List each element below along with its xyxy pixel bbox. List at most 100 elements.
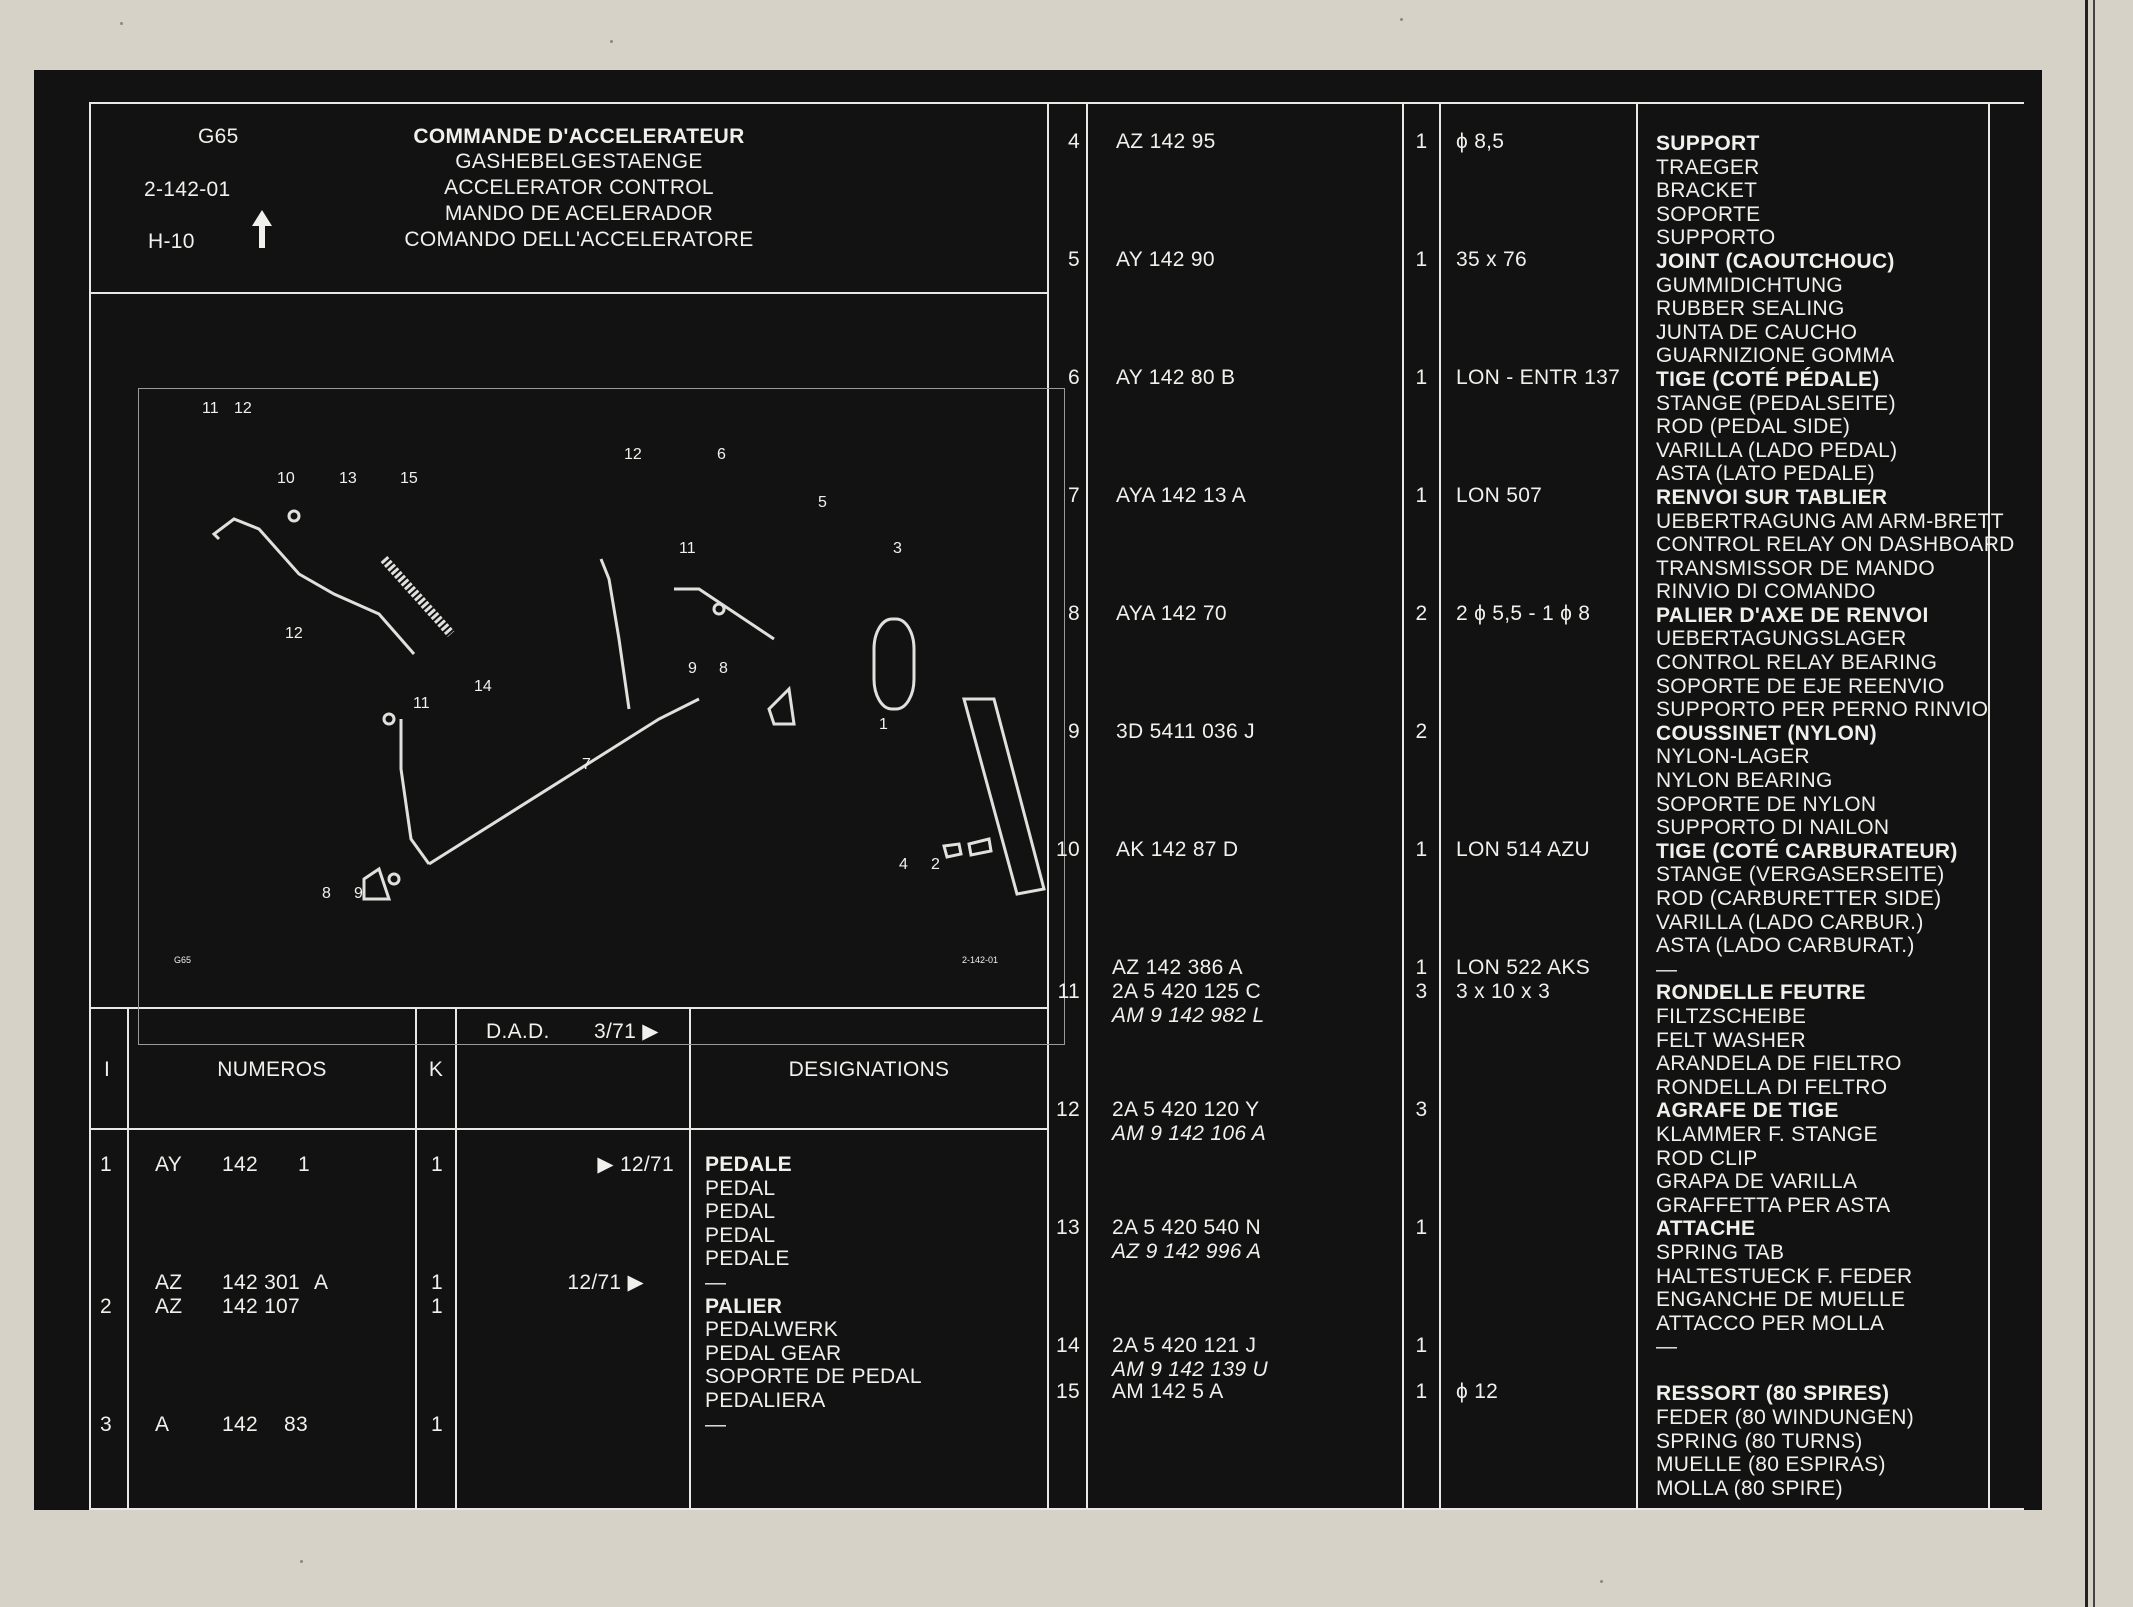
row-dad: 12/71 ▶ <box>567 1271 644 1294</box>
callout: 11 <box>413 695 430 712</box>
row-spec: LON - ENTR 137 <box>1456 366 1621 389</box>
desc-line: SUPPORTO PER PERNO RINVIO <box>1656 698 1989 722</box>
desc-line: SOPORTE DE EJE REENVIO <box>1656 674 1945 698</box>
row-reference: AZ 142 95 <box>1116 130 1216 153</box>
desc-line: — <box>1656 1335 1678 1359</box>
row-reference: AK 142 87 D <box>1116 838 1239 861</box>
clip <box>387 872 401 886</box>
col-head-dad-date: 3/71 ▶ <box>594 1020 659 1043</box>
desc-line: ARANDELA DE FIELTRO <box>1656 1052 1902 1076</box>
desc-line: STANGE (VERGASERSEITE) <box>1656 863 1945 887</box>
row-index: 6 <box>1068 366 1080 389</box>
desc-line: — <box>705 1270 727 1294</box>
row-index: 5 <box>1068 248 1080 271</box>
desc-line: COUSSINET (NYLON) <box>1656 721 1877 745</box>
table-head-bottom <box>89 1128 1047 1130</box>
desc-line: KLAMMER F. STANGE <box>1656 1122 1878 1146</box>
desc-line: TRAEGER <box>1656 155 1760 179</box>
desc-line: ATTACHE <box>1656 1217 1756 1241</box>
paper-speck <box>1600 1580 1603 1583</box>
desc-line: CONTROL RELAY BEARING <box>1656 651 1938 675</box>
row-reference: AM 142 5 A <box>1112 1380 1224 1403</box>
row-k: 1 <box>431 1153 443 1176</box>
desc-line: FEDER (80 WINDUNGEN) <box>1656 1406 1915 1430</box>
desc-line: JOINT (CAOUTCHOUC) <box>1656 249 1895 273</box>
callout: 9 <box>354 885 363 902</box>
bracket <box>362 866 392 901</box>
row-spec: LON 514 AZU <box>1456 838 1591 861</box>
desc-line: ASTA (LADO CARBURAT.) <box>1656 934 1915 958</box>
callout: 15 <box>400 470 418 487</box>
callout: 7 <box>582 756 591 773</box>
desc-line: SPRING (80 TURNS) <box>1656 1429 1863 1453</box>
row-prefix: AZ <box>155 1295 183 1318</box>
parts-catalog-sheet: G65 2-142-01 H-10 COMMANDE D'ACCELERATEU… <box>34 70 2042 1510</box>
row-index: 3 <box>100 1413 112 1436</box>
row-reference: AY 142 90 <box>1116 248 1215 271</box>
callout: 1 <box>879 716 888 733</box>
exploded-diagram <box>138 388 1065 1045</box>
right-col-divider <box>1636 102 1638 1510</box>
right-edge-rule <box>2085 0 2088 1607</box>
row-reference: 2A 5 420 121 J <box>1112 1334 1257 1357</box>
desc-line: GRAFFETTA PER ASTA <box>1656 1193 1891 1217</box>
callout: 8 <box>719 660 728 677</box>
callout: 6 <box>717 446 726 463</box>
row-prefix: AY <box>155 1153 183 1176</box>
callout: 9 <box>688 660 697 677</box>
desc-line: PALIER D'AXE DE RENVOI <box>1656 603 1929 627</box>
desc-line: RONDELLE FEUTRE <box>1656 981 1866 1005</box>
desc-line: SUPPORTO <box>1656 226 1776 250</box>
desc-line: GUMMIDICHTUNG <box>1656 273 1844 297</box>
callout: 3 <box>893 540 902 557</box>
col-head-numeros: NUMEROS <box>217 1058 327 1081</box>
row-index: 2 <box>100 1295 112 1318</box>
desc-line: — <box>705 1412 727 1436</box>
desc-line: ASTA (LATO PEDALE) <box>1656 462 1875 486</box>
row-k: 1 <box>431 1271 443 1294</box>
right-col-divider <box>1402 102 1404 1510</box>
desc-line: SPRING TAB <box>1656 1240 1785 1264</box>
diagram-corner-left: G65 <box>174 955 192 965</box>
frame-bottom <box>89 1508 2024 1510</box>
desc-line: PEDALE <box>705 1153 792 1176</box>
row-k: 3 <box>1415 1098 1428 1121</box>
row-k: 1 <box>1415 956 1428 979</box>
row-reference-alt: AM 9 142 106 A <box>1112 1122 1267 1145</box>
desc-line: TIGE (COTÉ CARBURATEUR) <box>1656 839 1958 863</box>
callout: 12 <box>624 446 642 463</box>
row-reference-alt: AM 9 142 982 L <box>1112 1004 1265 1027</box>
left-right-divider <box>1047 102 1049 1510</box>
right-designations: SUPPORT TRAEGER BRACKET SOPORTE SUPPORTO… <box>1656 132 2015 1500</box>
row-k: 3 <box>1415 980 1428 1003</box>
row-reference-alt: AZ 9 142 996 A <box>1112 1240 1262 1263</box>
col-head-dad: D.A.D. <box>486 1020 550 1043</box>
desc-line: MUELLE (80 ESPIRAS) <box>1656 1453 1886 1477</box>
desc-line: GUARNIZIONE GOMMA <box>1656 344 1895 368</box>
row-spec: 3 x 10 x 3 <box>1456 980 1551 1003</box>
callout: 8 <box>322 885 331 902</box>
paper-speck <box>120 22 123 25</box>
row-reference: 3D 5411 036 J <box>1116 720 1255 743</box>
desc-line: CONTROL RELAY ON DASHBOARD <box>1656 533 2015 557</box>
row-number: 142 301 <box>222 1271 301 1294</box>
row-k: 2 <box>1415 602 1428 625</box>
row-prefix: AZ <box>155 1271 183 1294</box>
row-reference: AYA 142 13 A <box>1116 484 1247 507</box>
right-col-divider <box>1086 102 1088 1510</box>
table-top <box>89 1007 1047 1009</box>
paper-speck <box>1400 18 1403 21</box>
desc-line: RESSORT (80 SPIRES) <box>1656 1382 1890 1406</box>
clip <box>287 509 301 523</box>
title-en: ACCELERATOR CONTROL <box>444 176 714 199</box>
header-divider <box>89 292 1047 294</box>
desc-line: PEDAL <box>705 1200 776 1224</box>
desc-line: ROD (PEDAL SIDE) <box>1656 415 1851 439</box>
desc-line: SOPORTE <box>1656 202 1761 226</box>
callout: 14 <box>474 678 492 695</box>
desc-line: ROD CLIP <box>1656 1146 1758 1170</box>
relay-rod <box>428 697 700 866</box>
frame-top <box>89 102 2024 104</box>
desc-line: UEBERTAGUNGSLAGER <box>1656 627 1907 651</box>
desc-line: HALTESTUECK F. FEDER <box>1656 1264 1913 1288</box>
